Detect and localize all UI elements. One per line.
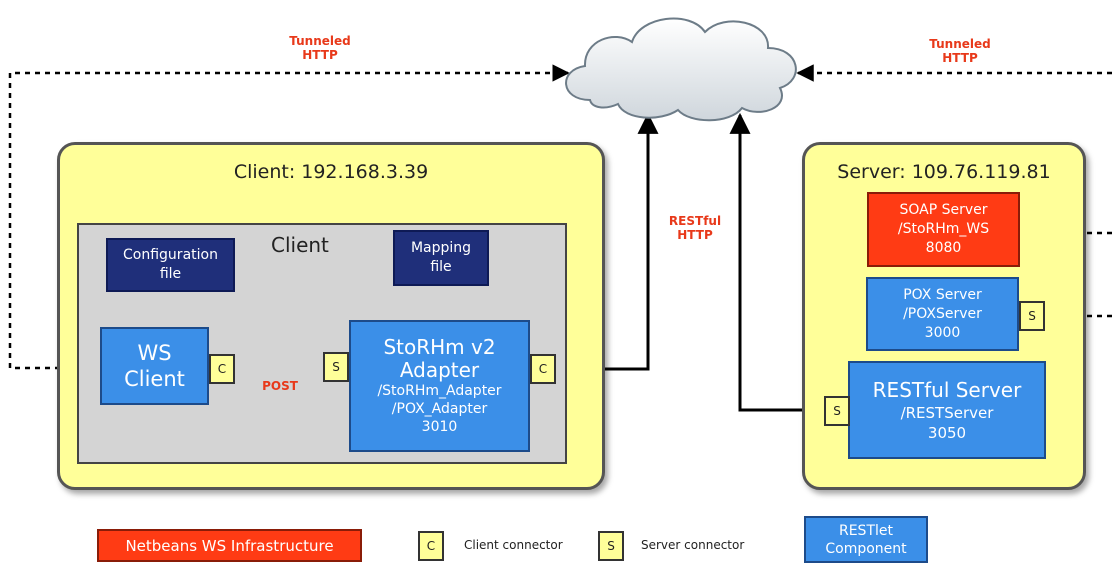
server-connector-adapter: S (323, 352, 349, 382)
config-line: Configuration (123, 247, 218, 263)
restful-server-path: /RESTServer (900, 404, 994, 422)
pox-line: POX Server (903, 286, 982, 303)
adapter-path: /POX_Adapter (391, 401, 488, 417)
restlet-line: RESTlet (838, 522, 893, 539)
soap-server-box: SOAP Server /StoRHm_WS 8080 (867, 192, 1020, 267)
configuration-file-box: Configuration file (106, 238, 235, 292)
pox-server-box: POX Server /POXServer 3000 (866, 277, 1019, 351)
soap-line: 8080 (925, 240, 962, 256)
soap-line: SOAP Server (899, 202, 988, 218)
internet-cloud-icon (565, 17, 797, 122)
post-label: POST (262, 379, 298, 393)
config-line: file (159, 266, 182, 282)
adapter-title: Adapter (399, 358, 480, 382)
restful-server-port: 3050 (927, 424, 967, 442)
ws-client-box: WS Client (100, 327, 209, 405)
legend-server-connector-label: Server connector (641, 538, 745, 552)
tunneled-http-left-label: Tunneled HTTP (270, 34, 370, 62)
restful-server-box: RESTful Server /RESTServer 3050 (848, 361, 1046, 459)
http-word: HTTP (302, 48, 338, 62)
legend-netbeans-swatch: Netbeans WS Infrastructure (97, 529, 362, 562)
legend-client-connector-label: Client connector (464, 538, 563, 552)
tunneled-word: Tunneled (289, 34, 351, 48)
legend-client-connector-icon: C (418, 531, 444, 561)
mapping-file-box: Mapping file (393, 230, 489, 286)
client-inner-title: Client (271, 233, 329, 257)
tunneled-http-left-line (8, 64, 570, 377)
restful-http-label: RESTful HTTP (650, 214, 740, 242)
tunneled-http-right-label: Tunneled HTTP (910, 37, 1010, 65)
mapping-line: Mapping (410, 240, 472, 256)
server-connector-pox: S (1019, 301, 1045, 331)
soap-line: /StoRHm_WS (897, 221, 990, 237)
legend-restlet-swatch: RESTlet Component (804, 516, 928, 563)
pox-line: /POXServer (903, 305, 982, 322)
restlet-line: Component (825, 540, 907, 557)
legend-server-connector-icon: S (598, 531, 624, 561)
storhm-adapter-box: StoRHm v2 Adapter /StoRHm_Adapter /POX_A… (349, 320, 530, 452)
restful-http-server-line (729, 112, 825, 421)
ws-client-line: Client (124, 367, 185, 391)
restful-word: RESTful (668, 214, 722, 228)
adapter-path: /StoRHm_Adapter (377, 383, 502, 399)
server-connector-restful: S (824, 396, 850, 426)
restful-server-title: RESTful Server (872, 378, 1022, 402)
client-connector-ws: C (209, 354, 235, 384)
client-zone-title: Client: 192.168.3.39 (233, 161, 429, 183)
pox-line: 3000 (924, 324, 961, 341)
mapping-line: file (430, 259, 452, 275)
http-word: HTTP (677, 228, 713, 242)
server-zone-title: Server: 109.76.119.81 (837, 161, 1051, 183)
adapter-port: 3010 (421, 419, 458, 435)
tunneled-word: Tunneled (929, 37, 991, 51)
http-word: HTTP (942, 51, 978, 65)
ws-client-line: WS (137, 341, 172, 365)
adapter-title: StoRHm v2 (383, 335, 496, 359)
client-connector-adapter: C (530, 354, 556, 384)
